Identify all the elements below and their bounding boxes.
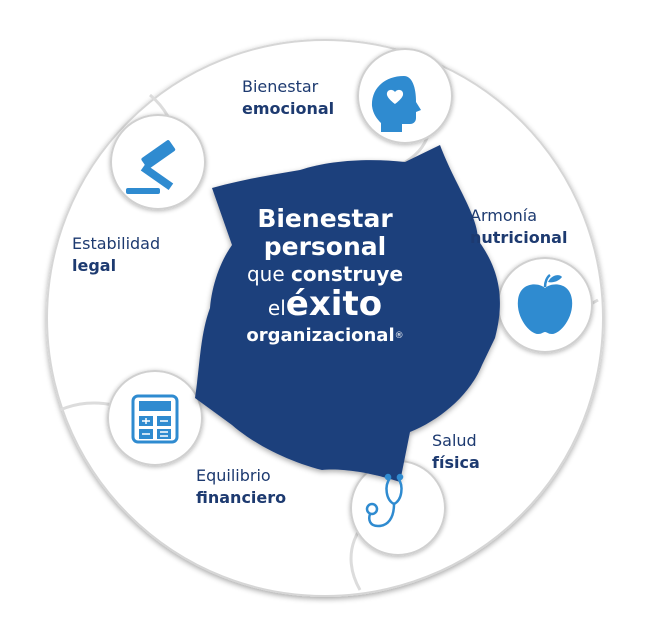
gavel-icon	[126, 140, 176, 194]
center-line-3: que construye	[246, 262, 404, 286]
head-heart-icon	[371, 76, 421, 132]
center-line-4: eléxito	[267, 284, 383, 324]
center-line-1: Bienestar	[257, 204, 393, 233]
label-bienestar-emocional: Bienestar emocional	[242, 77, 335, 118]
registered-mark: ®	[394, 331, 404, 341]
calculator-icon	[131, 394, 179, 444]
center-line-5: organizacional®	[246, 325, 404, 346]
label-salud-fisica: Salud física	[432, 431, 480, 472]
apple-icon	[517, 273, 573, 334]
stethoscope-icon	[365, 473, 404, 528]
label-armonia-nutricional: Armonía nutricional	[470, 206, 568, 247]
center-line-2: personal	[263, 232, 387, 261]
cup-financiero	[107, 370, 203, 466]
label-equilibrio-financiero: Equilibrio financiero	[196, 466, 287, 507]
label-estabilidad-legal: Estabilidad legal	[72, 234, 161, 275]
center-swirl	[195, 145, 500, 482]
center-title: Bienestar personal que construye eléxito…	[205, 205, 445, 348]
